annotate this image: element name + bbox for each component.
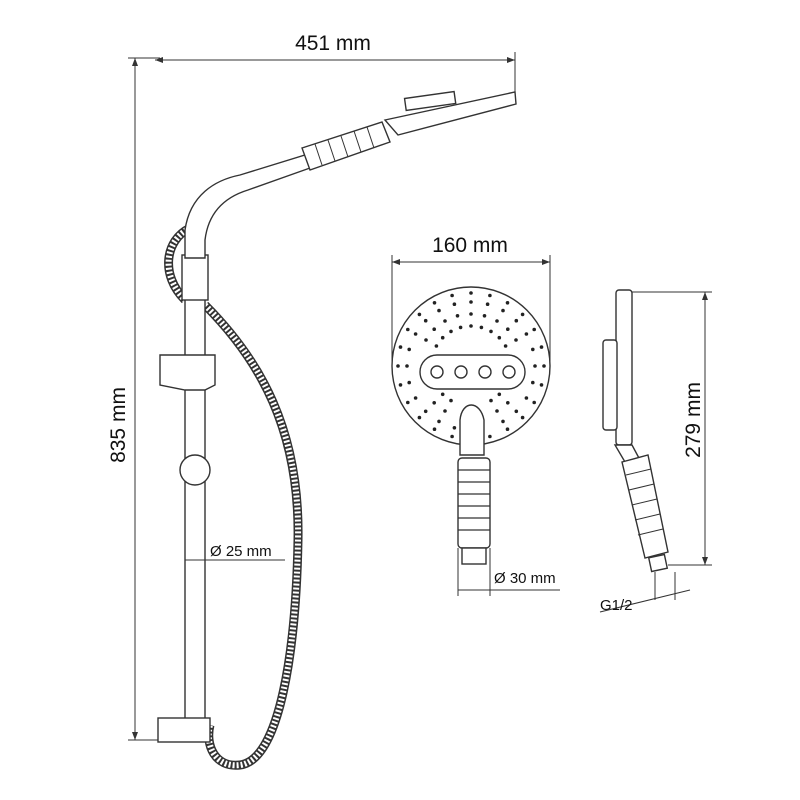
nozzle-dot xyxy=(514,409,519,414)
nozzle-dot xyxy=(455,314,460,318)
nozzle-dot xyxy=(539,345,544,349)
nozzle-dot xyxy=(524,396,529,400)
nozzle-dot xyxy=(514,318,519,323)
rail-diameter-label: Ø 25 mm xyxy=(210,543,272,560)
spray-nozzles xyxy=(396,291,546,439)
nozzle-dot xyxy=(417,415,422,420)
nozzle-dot xyxy=(440,392,445,397)
nozzle-dot xyxy=(450,293,454,298)
nozzle-dot xyxy=(531,347,535,352)
nozzle-dot xyxy=(488,293,492,298)
nozzle-dot xyxy=(424,338,428,342)
slider xyxy=(159,354,216,391)
nozzle-dot xyxy=(406,327,410,332)
width-label: 451 mm xyxy=(295,32,371,55)
nozzle-dot xyxy=(398,345,403,349)
nozzle-dot xyxy=(495,319,499,323)
nozzle-dot xyxy=(514,338,518,342)
nozzle-dot xyxy=(437,419,441,424)
nozzle-dot xyxy=(539,383,544,387)
hand-shower-handle xyxy=(301,121,391,171)
nozzle-dot xyxy=(452,302,457,307)
nozzle-dot xyxy=(423,318,428,323)
nozzle-dot xyxy=(469,324,473,328)
nozzle-dot xyxy=(503,344,508,348)
nozzle-dot xyxy=(506,327,510,332)
nozzle-dot xyxy=(405,364,409,368)
nozzle-dot xyxy=(450,434,454,439)
nozzle-dot xyxy=(469,291,473,295)
nozzle-dot xyxy=(501,308,505,313)
height-label: 835 mm xyxy=(107,387,130,463)
nozzle-dot xyxy=(417,312,422,317)
nozzle-dot xyxy=(497,392,502,397)
neck xyxy=(459,404,485,456)
shower-hose xyxy=(164,223,303,770)
thread-label: G1/2 xyxy=(600,597,633,614)
nozzle-dot xyxy=(432,301,437,305)
handle-front xyxy=(457,457,491,549)
nozzle-dot xyxy=(423,409,428,414)
slider-knob xyxy=(179,454,211,486)
nozzle-dot xyxy=(505,427,510,432)
nozzle-dot xyxy=(432,401,437,405)
nozzle-dot xyxy=(497,335,502,340)
nozzle-dot xyxy=(501,419,505,424)
nozzle-dot xyxy=(506,401,510,405)
nozzle-dot xyxy=(413,332,418,336)
dimension-width: 451 mm xyxy=(155,32,516,95)
nozzle-dot xyxy=(495,409,499,413)
nozzle-dot xyxy=(479,325,484,330)
nozzle-dot xyxy=(443,319,447,323)
nozzle-dot xyxy=(520,415,525,420)
hand-shower-side-view: 279 mm G1/2 xyxy=(599,289,712,614)
handle-diameter-label: Ø 30 mm xyxy=(494,570,556,587)
nozzle-dot xyxy=(407,347,412,352)
nozzle-dot xyxy=(443,409,447,413)
nozzle-dot xyxy=(485,302,490,307)
nozzle-dot xyxy=(396,364,400,368)
nozzle-dot xyxy=(520,312,525,317)
nozzle-dot xyxy=(533,364,537,368)
shower-arm xyxy=(184,90,517,259)
nozzle-dot xyxy=(432,427,437,432)
nozzle-dot xyxy=(489,398,493,403)
nozzle-dot xyxy=(524,332,529,336)
nozzle-dot xyxy=(413,396,418,400)
nozzle-dot xyxy=(532,400,536,405)
nozzle-dot xyxy=(440,335,445,340)
nozzle-dot xyxy=(469,312,473,316)
nozzle-dot xyxy=(434,344,439,348)
nozzle-dot xyxy=(406,400,410,405)
nozzle-dot xyxy=(449,398,453,403)
connector xyxy=(461,547,487,565)
nozzle-dot xyxy=(469,300,473,304)
nozzle-dot xyxy=(452,426,457,430)
nozzle-dot xyxy=(505,301,510,305)
mode-selector xyxy=(419,354,526,390)
nozzle-dot xyxy=(432,327,437,332)
nozzle-dot xyxy=(398,383,403,387)
head-diameter-label: 160 mm xyxy=(432,234,508,257)
nozzle-dot xyxy=(489,329,493,334)
nozzle-dot xyxy=(532,327,536,332)
nozzle-dot xyxy=(407,380,412,385)
top-holder xyxy=(181,254,209,301)
length-label: 279 mm xyxy=(682,382,705,458)
nozzle-dot xyxy=(531,380,535,385)
nozzle-dot xyxy=(542,364,546,368)
nozzle-dot xyxy=(458,325,463,330)
nozzle-dot xyxy=(482,314,487,318)
nozzle-dot xyxy=(449,329,453,334)
shower-head-side xyxy=(383,91,517,136)
hand-shower-front-view: 160 mm Ø 30 mm xyxy=(391,234,560,596)
mode-buttons xyxy=(430,365,516,379)
nozzle-dot xyxy=(488,434,492,439)
dimension-height: 835 mm xyxy=(107,57,165,741)
nozzle-dot xyxy=(437,308,441,313)
bottom-bracket xyxy=(157,717,211,743)
